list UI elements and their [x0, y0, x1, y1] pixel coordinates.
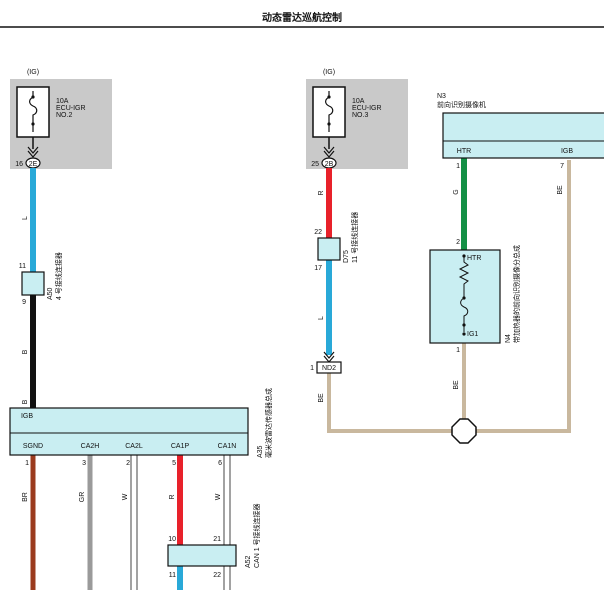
heater-fuse-symbol	[460, 292, 469, 332]
fuse-left-terminal-label: 2E	[29, 161, 38, 168]
wire-label-sgnd: BR	[22, 492, 29, 502]
wire-label-mid-lower: L	[318, 316, 325, 320]
connector-a52-pin-top-2: 21	[213, 536, 221, 543]
camera-name: 前向识别摄像机	[437, 100, 486, 109]
heater-name: 带加热器的前向识别摄像分总成	[512, 245, 521, 343]
fuse-right-connector-arrow	[323, 146, 335, 158]
ground-nd2-pin: 1	[310, 365, 314, 372]
wire-label-left-igb: B	[22, 399, 29, 404]
heater-num-bottom: 1	[456, 347, 460, 354]
connector-a50-code: A50	[47, 287, 54, 300]
fuse-right-name-2: NO.3	[352, 112, 368, 119]
wire-label-mid-ground: BE	[318, 393, 325, 403]
wire-label-ca2l: W	[122, 493, 129, 500]
connector-a50-pin-out: 9	[22, 299, 26, 306]
ground-nd2-label: ND2	[322, 365, 336, 372]
radar-a35	[9, 407, 249, 456]
wire-label-mid-upper: R	[318, 190, 325, 195]
radar-pin-number: 3	[82, 460, 86, 467]
radar-name: 毫米波雷达传感器总成	[264, 388, 273, 458]
wire-label-left-upper: L	[22, 216, 29, 220]
connector-a52	[167, 544, 237, 567]
camera-pin-igb: IGB	[561, 148, 573, 155]
wire-label-cam-htr: G	[453, 189, 460, 194]
connector-a52-code: A52	[245, 555, 252, 568]
ground-splice-octagon	[451, 418, 477, 444]
heater-pin-bottom: IG1	[467, 331, 478, 338]
heater-n4	[429, 249, 501, 344]
wire-label-heater-ig1: BE	[453, 380, 460, 390]
wire-label-left-lower: B	[22, 349, 29, 354]
fuse-right-pin: 25	[311, 161, 319, 168]
connector-a52-pin-bottom-2: 22	[213, 572, 221, 579]
wire-ca1n-white	[223, 455, 231, 590]
radar-pin-number: 6	[218, 460, 222, 467]
radar-pin-label: CA2H	[81, 443, 100, 450]
wire-label-ca1p: R	[169, 494, 176, 499]
connector-d75-code: D75	[343, 250, 350, 263]
ground-nd2-box	[316, 361, 342, 374]
radar-pin-group: SGND 1 CA2H 3 CA2L 2 CA1P 5 CA1N 6	[23, 443, 236, 467]
fuse-left-connector-arrow	[27, 146, 39, 158]
fuse-left-rating: 10A	[56, 98, 69, 105]
radar-pin-number: 1	[25, 460, 29, 467]
camera-num-htr: 1	[456, 163, 460, 170]
radar-pin-label: CA1N	[218, 443, 237, 450]
fuse-left-symbol	[29, 91, 38, 132]
heater-resistor-symbol	[458, 256, 470, 292]
fuse-left-pin: 16	[15, 161, 23, 168]
fuse-right-supply: (IG)	[323, 69, 335, 76]
radar-pin-number: 2	[126, 460, 130, 467]
wire-ground-beige	[327, 160, 571, 433]
connector-d75-pin-in: 22	[314, 229, 322, 236]
fuse-left-supply: (IG)	[27, 69, 39, 76]
radar-pin-top: IGB	[21, 413, 33, 420]
radar-pin-label: CA1P	[171, 443, 190, 450]
connector-d75	[317, 237, 341, 261]
fuse-right-symbol	[325, 91, 334, 132]
wire-label-ca1n: W	[215, 493, 222, 500]
wire-ca2l-white	[130, 455, 138, 590]
connector-d75-name: 11 号接线连接器	[350, 212, 359, 263]
connector-d75-pin-out: 17	[314, 265, 322, 272]
heater-pin-top: HTR	[467, 255, 481, 262]
radar-pin-number: 5	[172, 460, 176, 467]
radar-code: A35	[257, 445, 264, 458]
connector-a50-pin-in: 11	[19, 263, 26, 270]
connector-a50	[21, 271, 45, 296]
connector-a52-pin-bottom-1: 11	[169, 572, 176, 579]
radar-pin-label: SGND	[23, 443, 43, 450]
wire-label-ca2h: GR	[79, 492, 86, 503]
fuse-right-rating: 10A	[352, 98, 365, 105]
camera-n3	[442, 112, 604, 159]
page-title: 动态雷达巡航控制	[262, 11, 342, 24]
radar-pin-label: CA2L	[125, 443, 143, 450]
camera-pin-htr: HTR	[457, 148, 471, 155]
heater-code: N4	[505, 334, 512, 343]
fuse-left-name-1: ECU-IGR	[56, 105, 86, 112]
connector-a50-name: 4 号接线连接器	[54, 252, 63, 300]
fuse-left-name-2: NO.2	[56, 112, 72, 119]
wire-label-cam-igb: BE	[557, 185, 564, 195]
connector-a52-name: CAN 1 号接线连接器	[252, 503, 261, 568]
fuse-right-name-1: ECU-IGR	[352, 105, 382, 112]
camera-code: N3	[437, 93, 446, 100]
camera-num-igb: 7	[560, 163, 564, 170]
connector-a52-pin-top-1: 10	[168, 536, 176, 543]
heater-num-top: 2	[456, 239, 460, 246]
fuse-right-terminal-label: 2B	[325, 161, 334, 168]
